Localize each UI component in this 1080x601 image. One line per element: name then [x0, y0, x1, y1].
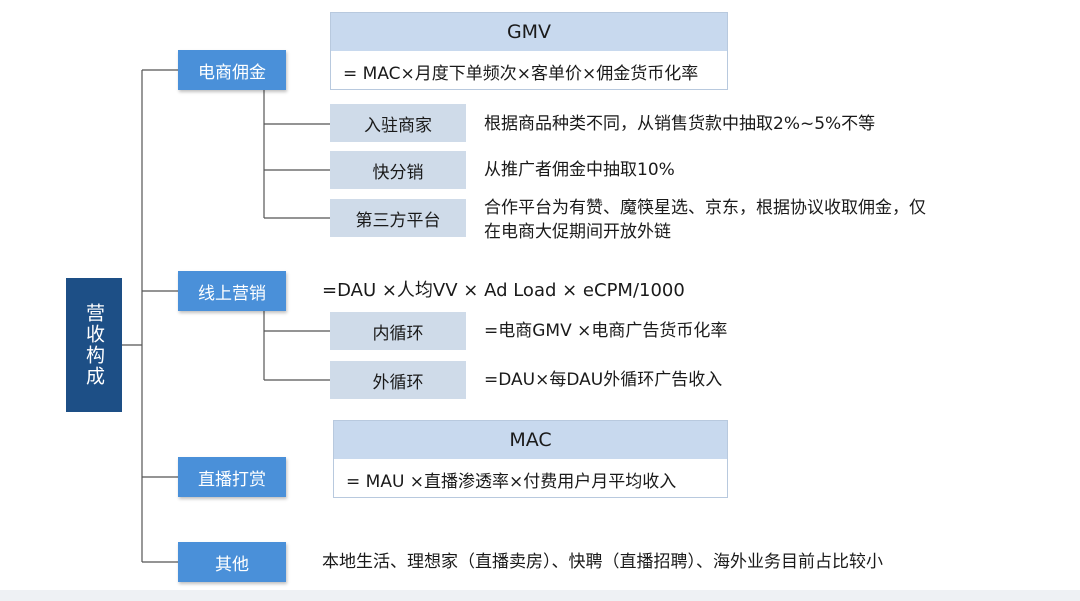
node-fast-distribution: 快分销 — [330, 151, 466, 189]
mac-formula-box: MAC = MAU ×直播渗透率×付费用户月平均收入 — [333, 420, 728, 498]
branch-other: 其他 — [178, 542, 286, 582]
mac-formula-title: MAC — [334, 421, 727, 459]
desc-other: 本地生活、理想家（直播卖房）、快聘（直播招聘）、海外业务目前占比较小 — [322, 552, 883, 572]
desc-fast-distribution: 从推广者佣金中抽取10% — [484, 160, 675, 180]
branch-live-tipping: 直播打赏 — [178, 457, 286, 497]
desc-third-party-platform: 合作平台为有赞、魔筷星选、京东，根据协议收取佣金，仅在电商大促期间开放外链 — [484, 198, 926, 242]
branch-ecommerce-commission: 电商佣金 — [178, 50, 286, 90]
gmv-formula-box: GMV = MAC×月度下单频次×客单价×佣金货币化率 — [330, 12, 728, 90]
desc-outer-loop: =DAU×每DAU外循环广告收入 — [484, 370, 723, 390]
gmv-formula-text: = MAC×月度下单频次×客单价×佣金货币化率 — [343, 63, 699, 84]
online-marketing-formula: =DAU ×人均VV × Ad Load × eCPM/1000 — [322, 280, 685, 301]
root-node: 营收构成 — [66, 278, 122, 412]
desc-inner-loop: =电商GMV ×电商广告货币化率 — [484, 321, 728, 341]
mac-formula-text: = MAU ×直播渗透率×付费用户月平均收入 — [346, 471, 677, 492]
desc-merchant-settlement: 根据商品种类不同，从销售货款中抽取2%~5%不等 — [484, 114, 876, 134]
gmv-formula-title: GMV — [331, 13, 727, 51]
node-merchant-settlement: 入驻商家 — [330, 104, 466, 142]
node-inner-loop: 内循环 — [330, 312, 466, 350]
bottom-strip — [0, 590, 1080, 601]
node-third-party-platform: 第三方平台 — [330, 199, 466, 237]
node-outer-loop: 外循环 — [330, 361, 466, 399]
branch-online-marketing: 线上营销 — [178, 271, 286, 311]
